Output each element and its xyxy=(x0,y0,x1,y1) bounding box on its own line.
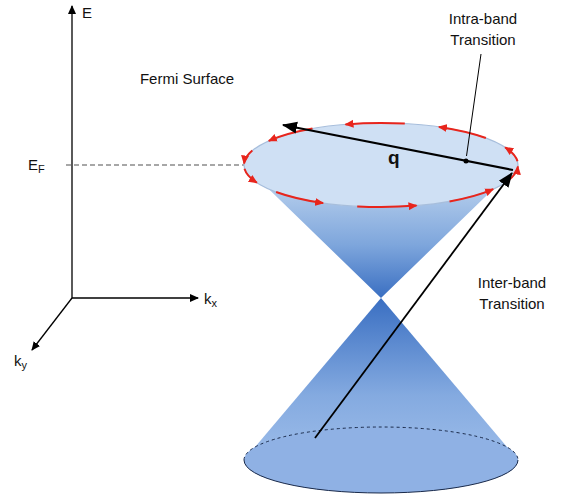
valence-base-front xyxy=(244,460,518,493)
energy-axis xyxy=(71,6,72,298)
axis-label: ky xyxy=(14,350,27,371)
ky-axis xyxy=(32,298,72,350)
vector-label: q xyxy=(388,146,400,169)
axis-label: kx xyxy=(204,288,217,309)
level-label: EF xyxy=(28,154,45,175)
callout-label: Inter-band Transition xyxy=(462,272,562,314)
intra-band-dot xyxy=(464,159,469,164)
region-label: Fermi Surface xyxy=(138,68,236,89)
fermi-level-line xyxy=(66,164,244,165)
kx-axis xyxy=(72,297,198,298)
fermi-surface-ellipse xyxy=(244,123,518,207)
callout-label: Intra-band Transition xyxy=(436,8,530,50)
spin-arrows xyxy=(244,123,518,207)
valence-cone xyxy=(244,298,518,493)
valence-base xyxy=(244,427,518,493)
axis-label: E xyxy=(82,2,92,23)
leader-line xyxy=(467,54,482,156)
valence-base-back xyxy=(244,427,518,460)
q-vector-arrow xyxy=(283,125,513,170)
